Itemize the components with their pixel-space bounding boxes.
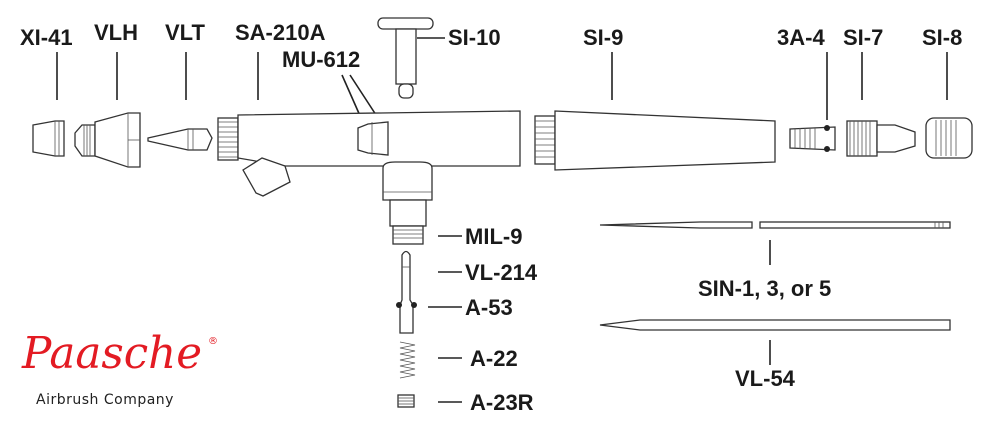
label-a-53: A-53 bbox=[465, 295, 513, 320]
part-mil-9 bbox=[392, 225, 424, 245]
label-vlt: VLT bbox=[165, 20, 205, 45]
paasche-logo: Paasche ® Airbrush Company bbox=[21, 328, 218, 408]
label-si-8: SI-8 bbox=[922, 25, 962, 50]
label-a-22: A-22 bbox=[470, 346, 518, 371]
part-si-8 bbox=[925, 117, 973, 159]
label-mil-9: MIL-9 bbox=[465, 224, 522, 249]
part-a-22 bbox=[399, 341, 416, 379]
label-a-23r: A-23R bbox=[470, 390, 534, 415]
leader-lines bbox=[56, 37, 948, 403]
label-vl-54: VL-54 bbox=[735, 366, 796, 391]
label-sa-210a: SA-210A bbox=[235, 20, 326, 45]
part-si-9 bbox=[534, 110, 776, 171]
part-a-23r bbox=[397, 394, 415, 408]
registered-mark: ® bbox=[208, 336, 218, 347]
logo-tagline: Airbrush Company bbox=[36, 392, 174, 408]
part-vlh bbox=[74, 112, 141, 168]
label-3a-4: 3A-4 bbox=[777, 25, 825, 50]
label-si-10: SI-10 bbox=[448, 25, 501, 50]
label-vl-214: VL-214 bbox=[465, 260, 538, 285]
part-xi-41 bbox=[32, 120, 65, 157]
part-3a-4 bbox=[789, 125, 836, 152]
label-si-7: SI-7 bbox=[843, 25, 883, 50]
label-xi-41: XI-41 bbox=[20, 25, 73, 50]
logo-wordmark: Paasche bbox=[21, 328, 202, 379]
part-vlt bbox=[147, 128, 213, 151]
part-a-53 bbox=[396, 302, 417, 308]
part-si-10 bbox=[377, 17, 434, 99]
label-sin: SIN-1, 3, or 5 bbox=[698, 276, 831, 301]
part-si-7 bbox=[846, 120, 916, 157]
label-si-9: SI-9 bbox=[583, 25, 623, 50]
part-vl-54 bbox=[599, 319, 951, 331]
part-sin-needle bbox=[599, 221, 951, 229]
part-vl-214 bbox=[399, 250, 414, 334]
part-mu-612 bbox=[357, 121, 389, 156]
label-mu-612: MU-612 bbox=[282, 47, 360, 72]
label-vlh: VLH bbox=[94, 20, 138, 45]
